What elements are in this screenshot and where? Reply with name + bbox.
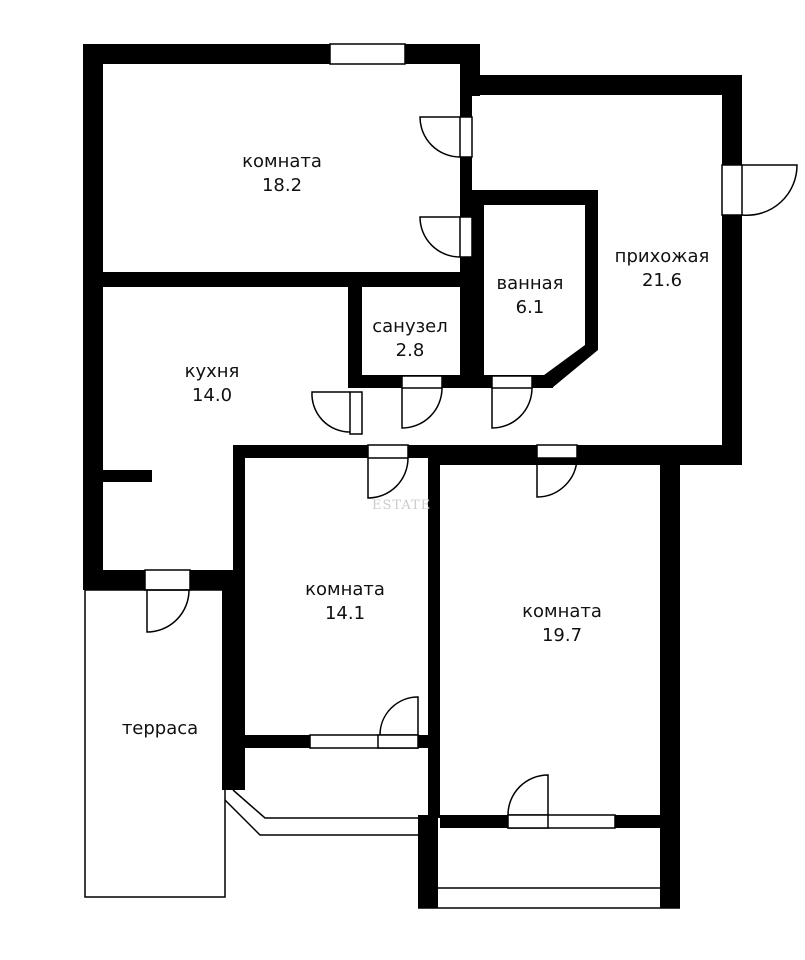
room-label-bedroom-3: комната 19.7 bbox=[522, 600, 602, 648]
room-label-terrace: терраса bbox=[122, 717, 198, 741]
room-name: комната bbox=[242, 151, 322, 172]
room-area: 6.1 bbox=[515, 297, 545, 318]
room-label-kitchen: кухня 14.0 bbox=[185, 360, 240, 408]
room-area: 14.0 bbox=[191, 385, 233, 406]
room-name: прихожая bbox=[614, 246, 710, 267]
room-name: комната bbox=[522, 601, 602, 622]
room-label-toilet: санузел 2.8 bbox=[372, 315, 448, 363]
watermark-logo: ESTATE bbox=[372, 498, 432, 513]
room-area: 19.7 bbox=[541, 625, 583, 646]
room-area: 18.2 bbox=[261, 175, 303, 196]
room-label-bedroom-1: комната 18.2 bbox=[242, 150, 322, 198]
room-area: 14.1 bbox=[324, 603, 366, 624]
room-name: ванная bbox=[496, 273, 564, 294]
walls bbox=[83, 44, 742, 908]
balconies bbox=[84, 589, 680, 909]
room-area: 2.8 bbox=[395, 340, 425, 361]
door-openings bbox=[144, 116, 578, 829]
room-label-bathroom: ванная 6.1 bbox=[496, 272, 563, 320]
room-area: 21.6 bbox=[641, 270, 683, 291]
room-label-bedroom-2: комната 14.1 bbox=[305, 578, 385, 626]
room-name: санузел bbox=[372, 316, 448, 337]
door-swings bbox=[146, 116, 798, 816]
room-label-hallway: прихожая 21.6 bbox=[615, 245, 710, 293]
room-name: кухня bbox=[184, 361, 240, 382]
room-name: комната bbox=[305, 579, 385, 600]
room-name: терраса bbox=[121, 718, 199, 739]
